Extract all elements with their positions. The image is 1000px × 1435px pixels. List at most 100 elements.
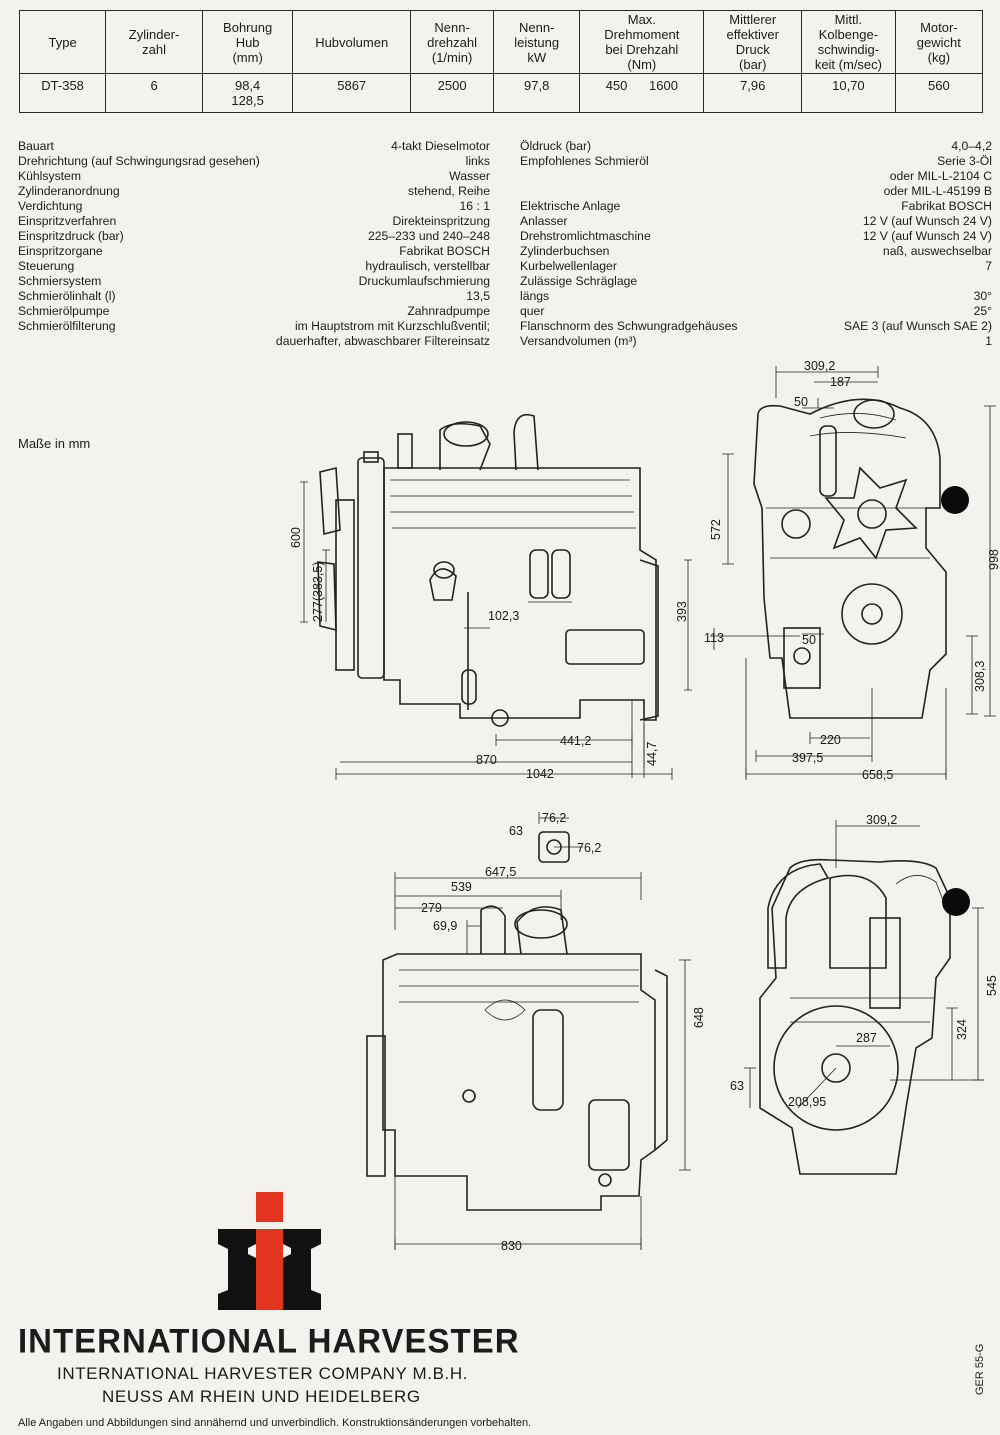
engine-side-view-top: 600 277(383,5) 102,3 393 441,2 44,7 870 … <box>289 413 692 781</box>
engine-front-view-top: 309,2 187 50 572 998 113 50 308,3 220 39… <box>704 359 1000 782</box>
spec-label: Zylinderbuchsen <box>520 244 610 258</box>
table-cell: 560 <box>894 73 984 113</box>
dimension-label: 998 <box>987 549 1000 570</box>
spec-value: 1 <box>985 334 992 348</box>
spec-row: oder MIL-L-2104 C <box>520 169 992 184</box>
dimension-label: 208,95 <box>788 1095 826 1109</box>
ih-logo <box>218 1192 321 1310</box>
spec-table: Type Zylinder- zahl Bohrung Hub (mm) Hub… <box>18 10 984 113</box>
header-cell: Hubvolumen <box>292 10 412 74</box>
dimension-label: 647,5 <box>485 865 516 879</box>
dimension-label: 600 <box>289 527 303 548</box>
spec-label: Schmierölpumpe <box>18 304 110 318</box>
spec-label: Zylinderanordnung <box>18 184 120 198</box>
spec-row: Einspritzdruck (bar) 225–233 und 240–248 <box>18 229 490 244</box>
spec-row: Schmierölinhalt (l)13,5 <box>18 289 490 304</box>
spec-value: 12 V (auf Wunsch 24 V) <box>862 214 992 228</box>
spec-row: Öldruck (bar) 4,0–4,2 <box>520 139 992 154</box>
spec-value: Zahnradpumpe <box>407 304 490 318</box>
spec-value: im Hauptstrom mit Kurzschlußventil; <box>294 319 490 333</box>
spec-value: oder MIL-L-2104 C <box>889 169 992 183</box>
table-cell: 7,96 <box>703 73 803 113</box>
hole-punch <box>941 486 969 514</box>
spec-label: Öldruck (bar) <box>520 139 592 153</box>
spec-label: Kühlsystem <box>18 169 81 183</box>
engine-outline <box>759 858 951 1175</box>
dimension-label: 309,2 <box>804 359 835 373</box>
dimension-label: 648 <box>692 1007 706 1028</box>
dimension-label: 308,3 <box>973 661 987 692</box>
dimension-label: 393 <box>675 601 689 622</box>
logo-black-left <box>218 1229 256 1310</box>
dimensions-unit-label: Maße in mm <box>18 436 91 451</box>
table-cell: 98,4 128,5 <box>201 73 294 113</box>
company-name: INTERNATIONAL HARVESTER COMPANY M.B.H. <box>57 1364 469 1383</box>
spec-label: Elektrische Anlage <box>520 199 621 213</box>
spec-value: 12 V (auf Wunsch 24 V) <box>862 229 992 243</box>
company-location: NEUSS AM RHEIN UND HEIDELBERG <box>102 1387 421 1406</box>
spec-value: dauerhafter, abwaschbarer Filtereinsatz <box>275 334 490 348</box>
dimension-label: 113 <box>704 631 724 645</box>
spec-row: Anlasser 12 V (auf Wunsch 24 V) <box>520 214 992 229</box>
dimension-label: 102,3 <box>488 609 519 623</box>
dimension-label: 324 <box>955 1019 969 1040</box>
header-cell: Nenn- leistung kW <box>493 10 581 74</box>
spec-label: Kurbelwellenlager <box>520 259 617 273</box>
logo-red-stem <box>256 1229 283 1310</box>
header-cell: Bohrung Hub (mm) <box>201 10 294 74</box>
table-cell: 450 1600 <box>579 73 705 113</box>
dimension-label: 539 <box>451 880 472 894</box>
dimension-label: 63 <box>730 1079 744 1093</box>
brand-name: INTERNATIONAL HARVESTER <box>18 1321 520 1360</box>
table-cell: DT-358 <box>18 73 107 113</box>
spec-row: Drehrichtung (auf Schwingungsrad gesehen… <box>18 154 490 169</box>
spec-label: Empfohlenes Schmieröl <box>520 154 649 168</box>
dimension-lines <box>394 872 691 1250</box>
dimension-lines <box>744 820 984 1109</box>
engine-front-view-bottom: 309,2 545 287 324 63 208,95 <box>730 813 999 1175</box>
dimension-lines <box>710 366 996 780</box>
spec-value: links <box>465 154 490 168</box>
dimension-label: 830 <box>501 1239 522 1253</box>
spec-label: Einspritzdruck (bar) <box>18 229 124 243</box>
spec-label: Zulässige Schräglage <box>520 274 638 288</box>
table-cell: 6 <box>105 73 203 113</box>
spec-value: Druckumlaufschmierung <box>358 274 490 288</box>
dimension-lines <box>300 481 692 780</box>
spec-value: 16 : 1 <box>459 199 491 213</box>
spec-value: SAE 3 (auf Wunsch SAE 2) <box>843 319 992 333</box>
header-cell: Mittlerer effektiver Druck (bar) <box>703 10 803 74</box>
header-cell: Nenn- drehzahl (1/min) <box>410 10 495 74</box>
dimension-label: 63 <box>509 824 523 838</box>
spec-label: Anlasser <box>520 214 568 228</box>
spec-value: naß, auswechselbar <box>882 244 992 258</box>
spec-value: 7 <box>985 259 992 273</box>
dimension-label: 50 <box>794 395 808 409</box>
dimension-label: 76,2 <box>577 841 601 855</box>
spec-label: Bauart <box>18 139 54 153</box>
logo-red-dot <box>256 1192 283 1222</box>
spec-label: Einspritzorgane <box>18 244 103 258</box>
dimension-label: 277(383,5) <box>311 562 325 622</box>
spec-value: 4,0–4,2 <box>951 139 992 153</box>
spec-label: längs <box>520 289 550 303</box>
spec-row: Versandvolumen (m³)1 <box>520 334 992 349</box>
dimension-label: 658,5 <box>862 768 893 782</box>
spec-row: dauerhafter, abwaschbarer Filtereinsatz <box>18 334 490 349</box>
spec-value: oder MIL-L-45199 B <box>883 184 992 198</box>
spec-value: Direkteinspritzung <box>392 214 490 228</box>
spec-value: 225–233 und 240–248 <box>368 229 490 243</box>
hole-punch <box>942 888 970 916</box>
spec-label: Drehstromlichtmaschine <box>520 229 651 243</box>
